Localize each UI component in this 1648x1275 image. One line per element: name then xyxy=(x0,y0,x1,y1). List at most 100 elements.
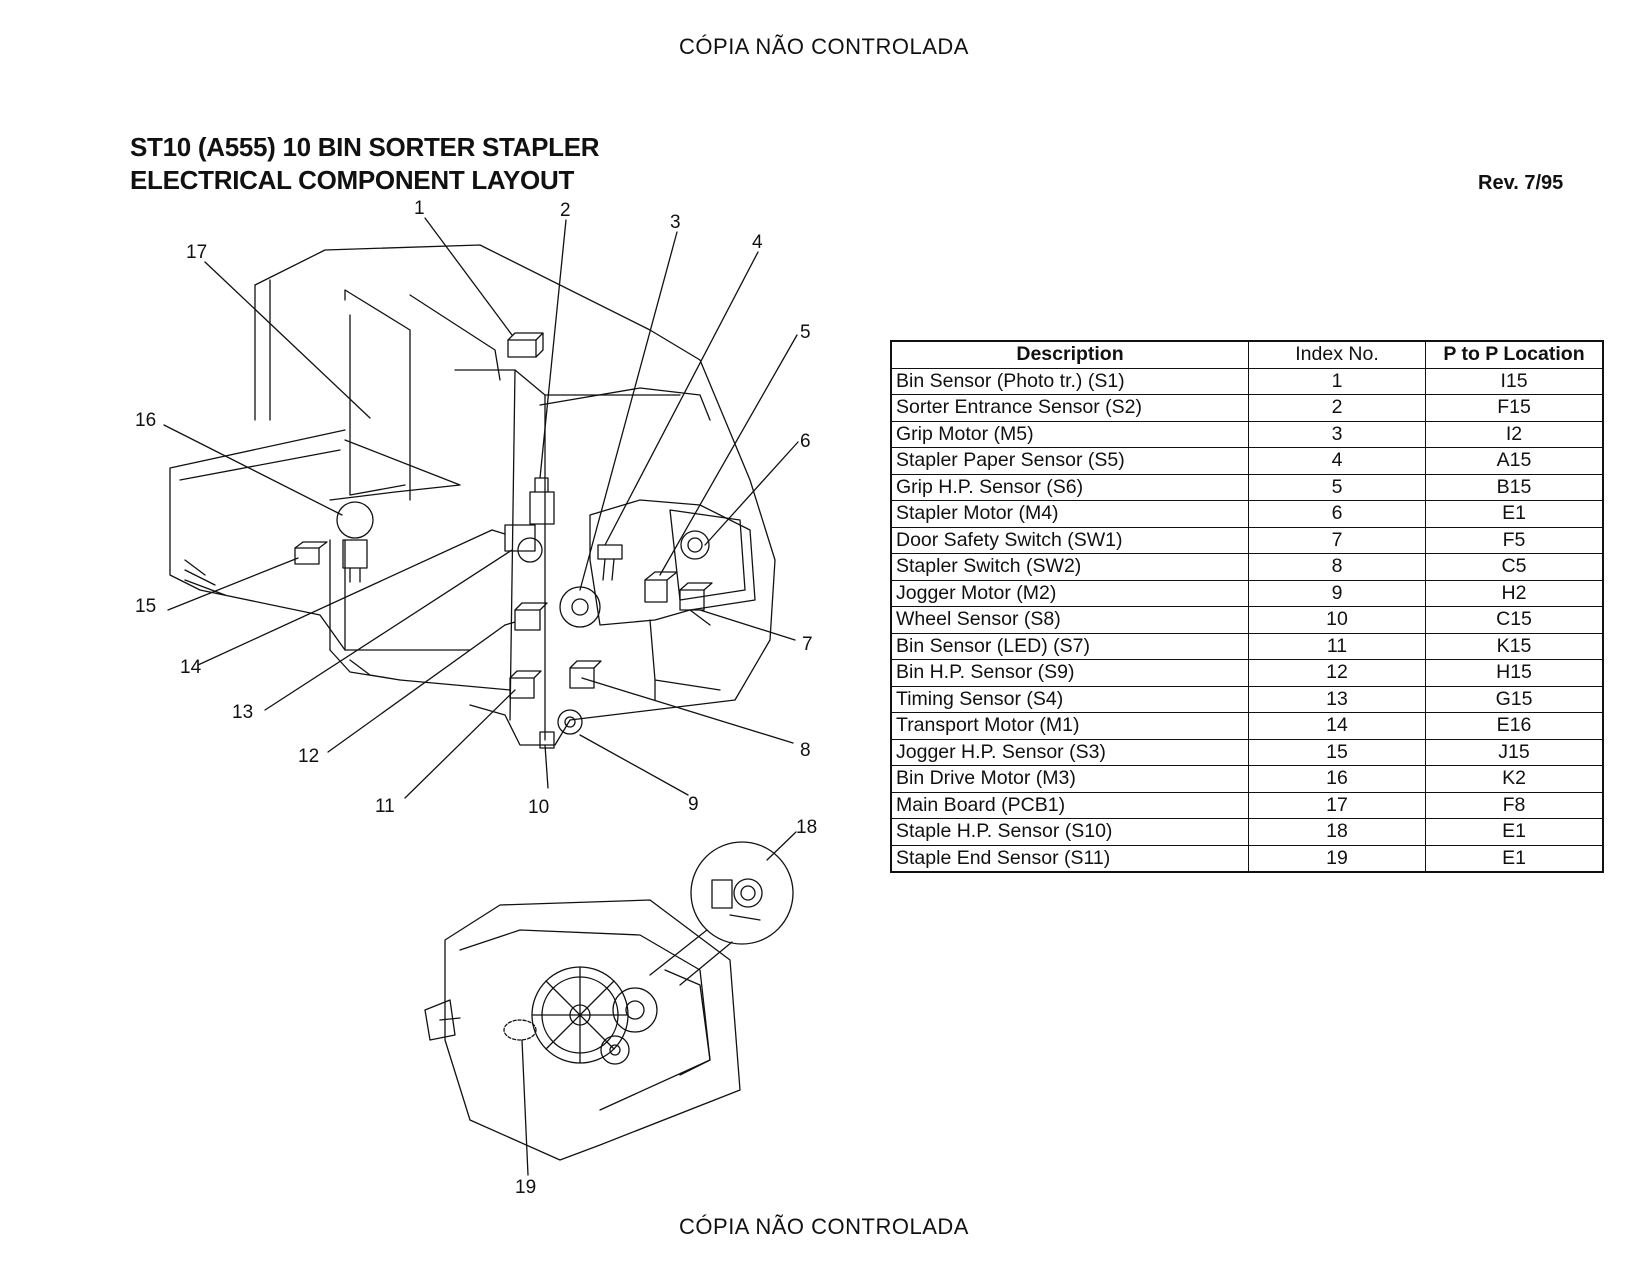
leader-lines xyxy=(163,217,799,1176)
callout-4: 4 xyxy=(752,232,763,253)
row-location: K2 xyxy=(1425,765,1604,793)
callout-9: 9 xyxy=(688,794,699,815)
row-index: 18 xyxy=(1248,818,1426,846)
row-description: Sorter Entrance Sensor (S2) xyxy=(890,394,1249,422)
row-description: Bin Sensor (Photo tr.) (S1) xyxy=(890,367,1249,395)
callout-labels: 1 2 3 4 5 6 7 8 9 10 11 12 13 14 15 16 1… xyxy=(135,198,817,1198)
row-description: Staple End Sensor (S11) xyxy=(890,844,1249,873)
stapler-inset-drawing xyxy=(424,841,794,1161)
component-table: Description Index No. P to P Location Bi… xyxy=(890,340,1604,873)
callout-17: 17 xyxy=(186,242,207,263)
row-index: 7 xyxy=(1248,526,1426,554)
row-location: J15 xyxy=(1425,738,1604,766)
row-location: B15 xyxy=(1425,473,1604,501)
row-description: Jogger H.P. Sensor (S3) xyxy=(890,738,1249,766)
callout-19: 19 xyxy=(515,1177,536,1198)
callout-2: 2 xyxy=(560,200,571,221)
row-location: E1 xyxy=(1425,844,1604,873)
page-title-line2: ELECTRICAL COMPONENT LAYOUT xyxy=(130,165,575,195)
row-description: Timing Sensor (S4) xyxy=(890,685,1249,713)
row-location: F15 xyxy=(1425,394,1604,422)
row-index: 2 xyxy=(1248,394,1426,422)
row-description: Main Board (PCB1) xyxy=(890,791,1249,819)
header-location: P to P Location xyxy=(1425,340,1604,369)
row-location: E1 xyxy=(1425,818,1604,846)
row-description: Stapler Motor (M4) xyxy=(890,500,1249,528)
row-location: H2 xyxy=(1425,579,1604,607)
row-description: Stapler Switch (SW2) xyxy=(890,553,1249,581)
row-location: E16 xyxy=(1425,712,1604,740)
row-location: F8 xyxy=(1425,791,1604,819)
component-symbols xyxy=(294,332,713,749)
row-index: 9 xyxy=(1248,579,1426,607)
callout-8: 8 xyxy=(800,740,811,761)
row-index: 4 xyxy=(1248,447,1426,475)
row-location: K15 xyxy=(1425,632,1604,660)
row-index: 5 xyxy=(1248,473,1426,501)
row-description: Bin H.P. Sensor (S9) xyxy=(890,659,1249,687)
row-index: 11 xyxy=(1248,632,1426,660)
row-index: 10 xyxy=(1248,606,1426,634)
row-index: 6 xyxy=(1248,500,1426,528)
callout-10: 10 xyxy=(528,797,549,818)
row-location: C15 xyxy=(1425,606,1604,634)
row-location: G15 xyxy=(1425,685,1604,713)
row-location: I2 xyxy=(1425,420,1604,448)
row-index: 15 xyxy=(1248,738,1426,766)
sorter-body-drawing xyxy=(169,244,776,746)
row-index: 12 xyxy=(1248,659,1426,687)
row-description: Stapler Paper Sensor (S5) xyxy=(890,447,1249,475)
callout-14: 14 xyxy=(180,657,202,678)
callout-11: 11 xyxy=(375,796,395,817)
row-description: Grip Motor (M5) xyxy=(890,420,1249,448)
row-location: F5 xyxy=(1425,526,1604,554)
row-description: Bin Sensor (LED) (S7) xyxy=(890,632,1249,660)
header-index: Index No. xyxy=(1248,340,1426,369)
header-description: Description xyxy=(890,340,1249,369)
callout-6: 6 xyxy=(800,431,811,452)
callout-16: 16 xyxy=(135,410,156,431)
callout-5: 5 xyxy=(800,322,811,343)
row-location: I15 xyxy=(1425,367,1604,395)
table-header-row: Description Index No. P to P Location xyxy=(890,340,1604,369)
watermark-top: CÓPIA NÃO CONTROLADA xyxy=(679,34,969,59)
row-description: Door Safety Switch (SW1) xyxy=(890,526,1249,554)
row-description: Jogger Motor (M2) xyxy=(890,579,1249,607)
callout-7: 7 xyxy=(802,634,813,655)
row-index: 13 xyxy=(1248,685,1426,713)
row-index: 14 xyxy=(1248,712,1426,740)
row-index: 1 xyxy=(1248,367,1426,395)
row-description: Transport Motor (M1) xyxy=(890,712,1249,740)
row-location: A15 xyxy=(1425,447,1604,475)
row-description: Staple H.P. Sensor (S10) xyxy=(890,818,1249,846)
callout-15: 15 xyxy=(135,596,156,617)
row-description: Grip H.P. Sensor (S6) xyxy=(890,473,1249,501)
callout-3: 3 xyxy=(670,212,681,233)
row-index: 16 xyxy=(1248,765,1426,793)
callout-13: 13 xyxy=(232,702,253,723)
row-index: 17 xyxy=(1248,791,1426,819)
watermark-bottom: CÓPIA NÃO CONTROLADA xyxy=(679,1214,969,1239)
revision-label: Rev. 7/95 xyxy=(1478,172,1564,194)
row-location: E1 xyxy=(1425,500,1604,528)
row-index: 19 xyxy=(1248,844,1426,873)
row-description: Wheel Sensor (S8) xyxy=(890,606,1249,634)
